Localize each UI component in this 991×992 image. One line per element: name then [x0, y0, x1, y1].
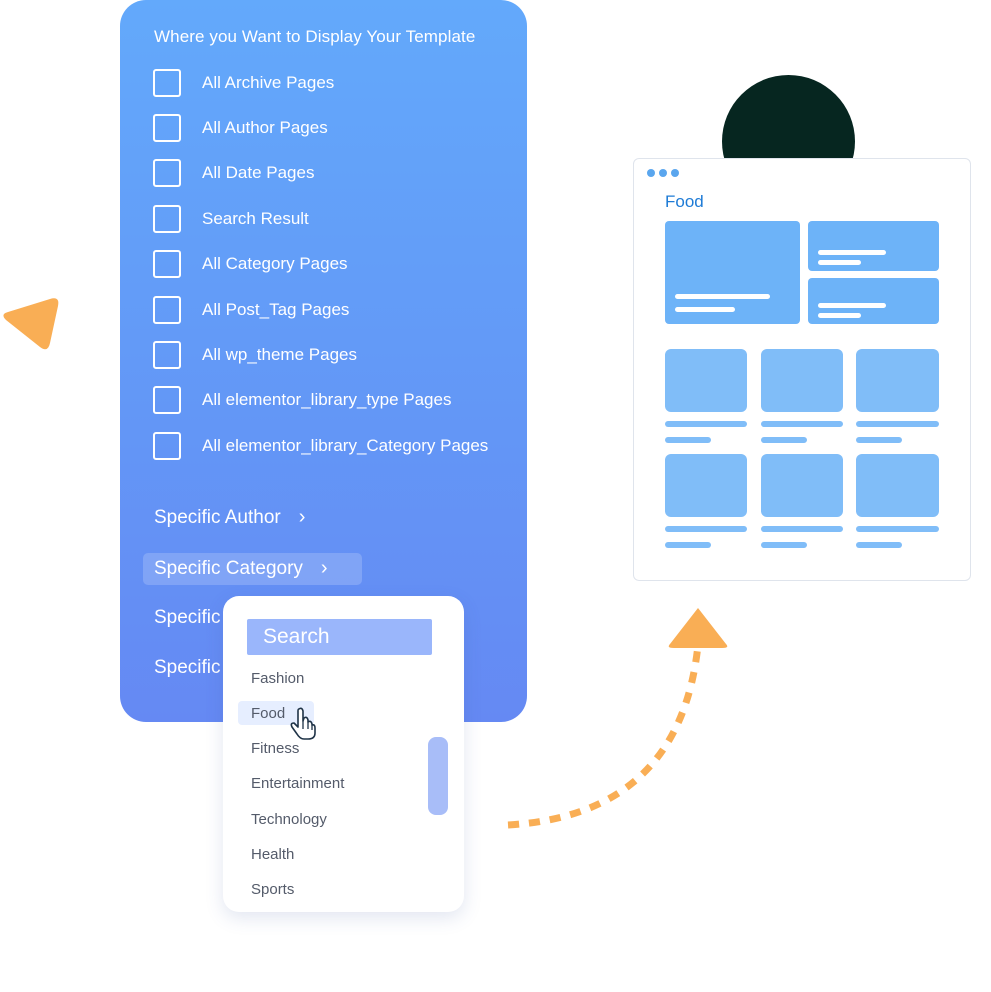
search-input[interactable]: Search — [247, 619, 432, 655]
grid-text-line — [665, 421, 747, 427]
hand-pointer-icon — [290, 707, 316, 740]
option-all-elementor-library-type-pages[interactable]: All elementor_library_type Pages — [153, 384, 451, 416]
specific-item-4[interactable]: Specific — [154, 657, 221, 679]
option-label: Search Result — [202, 209, 309, 228]
side-post-block — [808, 278, 939, 324]
list-item-food[interactable]: Food — [251, 705, 286, 722]
category-dropdown: Search Fashion Food Fitness Entertainmen… — [223, 596, 464, 912]
option-all-date-pages[interactable]: All Date Pages — [153, 157, 314, 189]
window-dots-icon — [647, 169, 679, 177]
grid-text-line — [856, 526, 939, 532]
option-all-category-pages[interactable]: All Category Pages — [153, 248, 348, 280]
option-label: All elementor_library_Category Pages — [202, 436, 489, 455]
option-label: All Archive Pages — [202, 73, 335, 92]
list-item-health[interactable]: Health — [251, 846, 295, 863]
specific-category-label: Specific Category — [154, 557, 303, 579]
template-preview-card: Food — [633, 158, 971, 581]
option-label: All Category Pages — [202, 254, 348, 273]
option-search-result[interactable]: Search Result — [153, 203, 309, 235]
grid-text-line — [856, 421, 939, 427]
grid-post-tile — [761, 349, 843, 412]
dashed-arrow-path — [507, 608, 728, 829]
option-label: All Date Pages — [202, 163, 315, 182]
grid-text-line — [665, 542, 711, 548]
scrollbar-thumb[interactable] — [428, 737, 448, 815]
checkbox-icon[interactable] — [153, 114, 181, 142]
specific-label: Specific — [154, 607, 221, 628]
side-post-block — [808, 221, 939, 271]
grid-post-tile — [856, 454, 939, 517]
specific-author-label: Specific Author — [154, 506, 281, 528]
specific-item-3[interactable]: Specific — [154, 607, 221, 629]
option-label: All elementor_library_type Pages — [202, 390, 452, 409]
grid-text-line — [665, 437, 711, 443]
grid-text-line — [665, 526, 747, 532]
option-all-wp-theme-pages[interactable]: All wp_theme Pages — [153, 339, 357, 371]
specific-category-highlight — [143, 553, 362, 585]
specific-category-item[interactable]: Specific Category › — [154, 557, 328, 580]
specific-author-item[interactable]: Specific Author › — [154, 506, 305, 529]
checkbox-icon[interactable] — [153, 159, 181, 187]
grid-text-line — [761, 437, 807, 443]
grid-text-line — [856, 542, 902, 548]
checkbox-icon[interactable] — [153, 250, 181, 278]
featured-post-block — [665, 221, 800, 324]
checkbox-icon[interactable] — [153, 205, 181, 233]
chevron-right-icon: › — [320, 557, 328, 579]
checkbox-icon[interactable] — [153, 432, 181, 460]
list-item-sports[interactable]: Sports — [251, 881, 295, 898]
grid-post-tile — [856, 349, 939, 412]
option-label: All Post_Tag Pages — [202, 300, 350, 319]
checkbox-icon[interactable] — [153, 386, 181, 414]
option-label: All wp_theme Pages — [202, 345, 357, 364]
panel-title: Where you Want to Display Your Template — [154, 27, 476, 46]
option-all-elementor-library-category-pages[interactable]: All elementor_library_Category Pages — [153, 430, 488, 462]
chevron-right-icon: › — [298, 506, 306, 528]
checkbox-icon[interactable] — [153, 296, 181, 324]
list-item-entertainment[interactable]: Entertainment — [251, 775, 345, 792]
option-all-author-pages[interactable]: All Author Pages — [153, 112, 328, 144]
grid-text-line — [761, 421, 843, 427]
grid-text-line — [761, 542, 807, 548]
arrow-head-icon — [668, 608, 728, 648]
checkbox-icon[interactable] — [153, 341, 181, 369]
grid-text-line — [761, 526, 843, 532]
checkbox-icon[interactable] — [153, 69, 181, 97]
option-all-post-tag-pages[interactable]: All Post_Tag Pages — [153, 294, 349, 326]
option-all-archive-pages[interactable]: All Archive Pages — [153, 67, 334, 99]
list-item-fitness[interactable]: Fitness — [251, 740, 300, 757]
grid-text-line — [856, 437, 902, 443]
orange-triangle-icon — [3, 298, 59, 350]
grid-post-tile — [761, 454, 843, 517]
option-label: All Author Pages — [202, 118, 328, 137]
list-item-technology[interactable]: Technology — [251, 811, 327, 828]
list-item-fashion[interactable]: Fashion — [251, 670, 305, 687]
specific-label: Specific — [154, 657, 221, 678]
grid-post-tile — [665, 454, 747, 517]
grid-post-tile — [665, 349, 747, 412]
preview-title: Food — [665, 192, 704, 211]
